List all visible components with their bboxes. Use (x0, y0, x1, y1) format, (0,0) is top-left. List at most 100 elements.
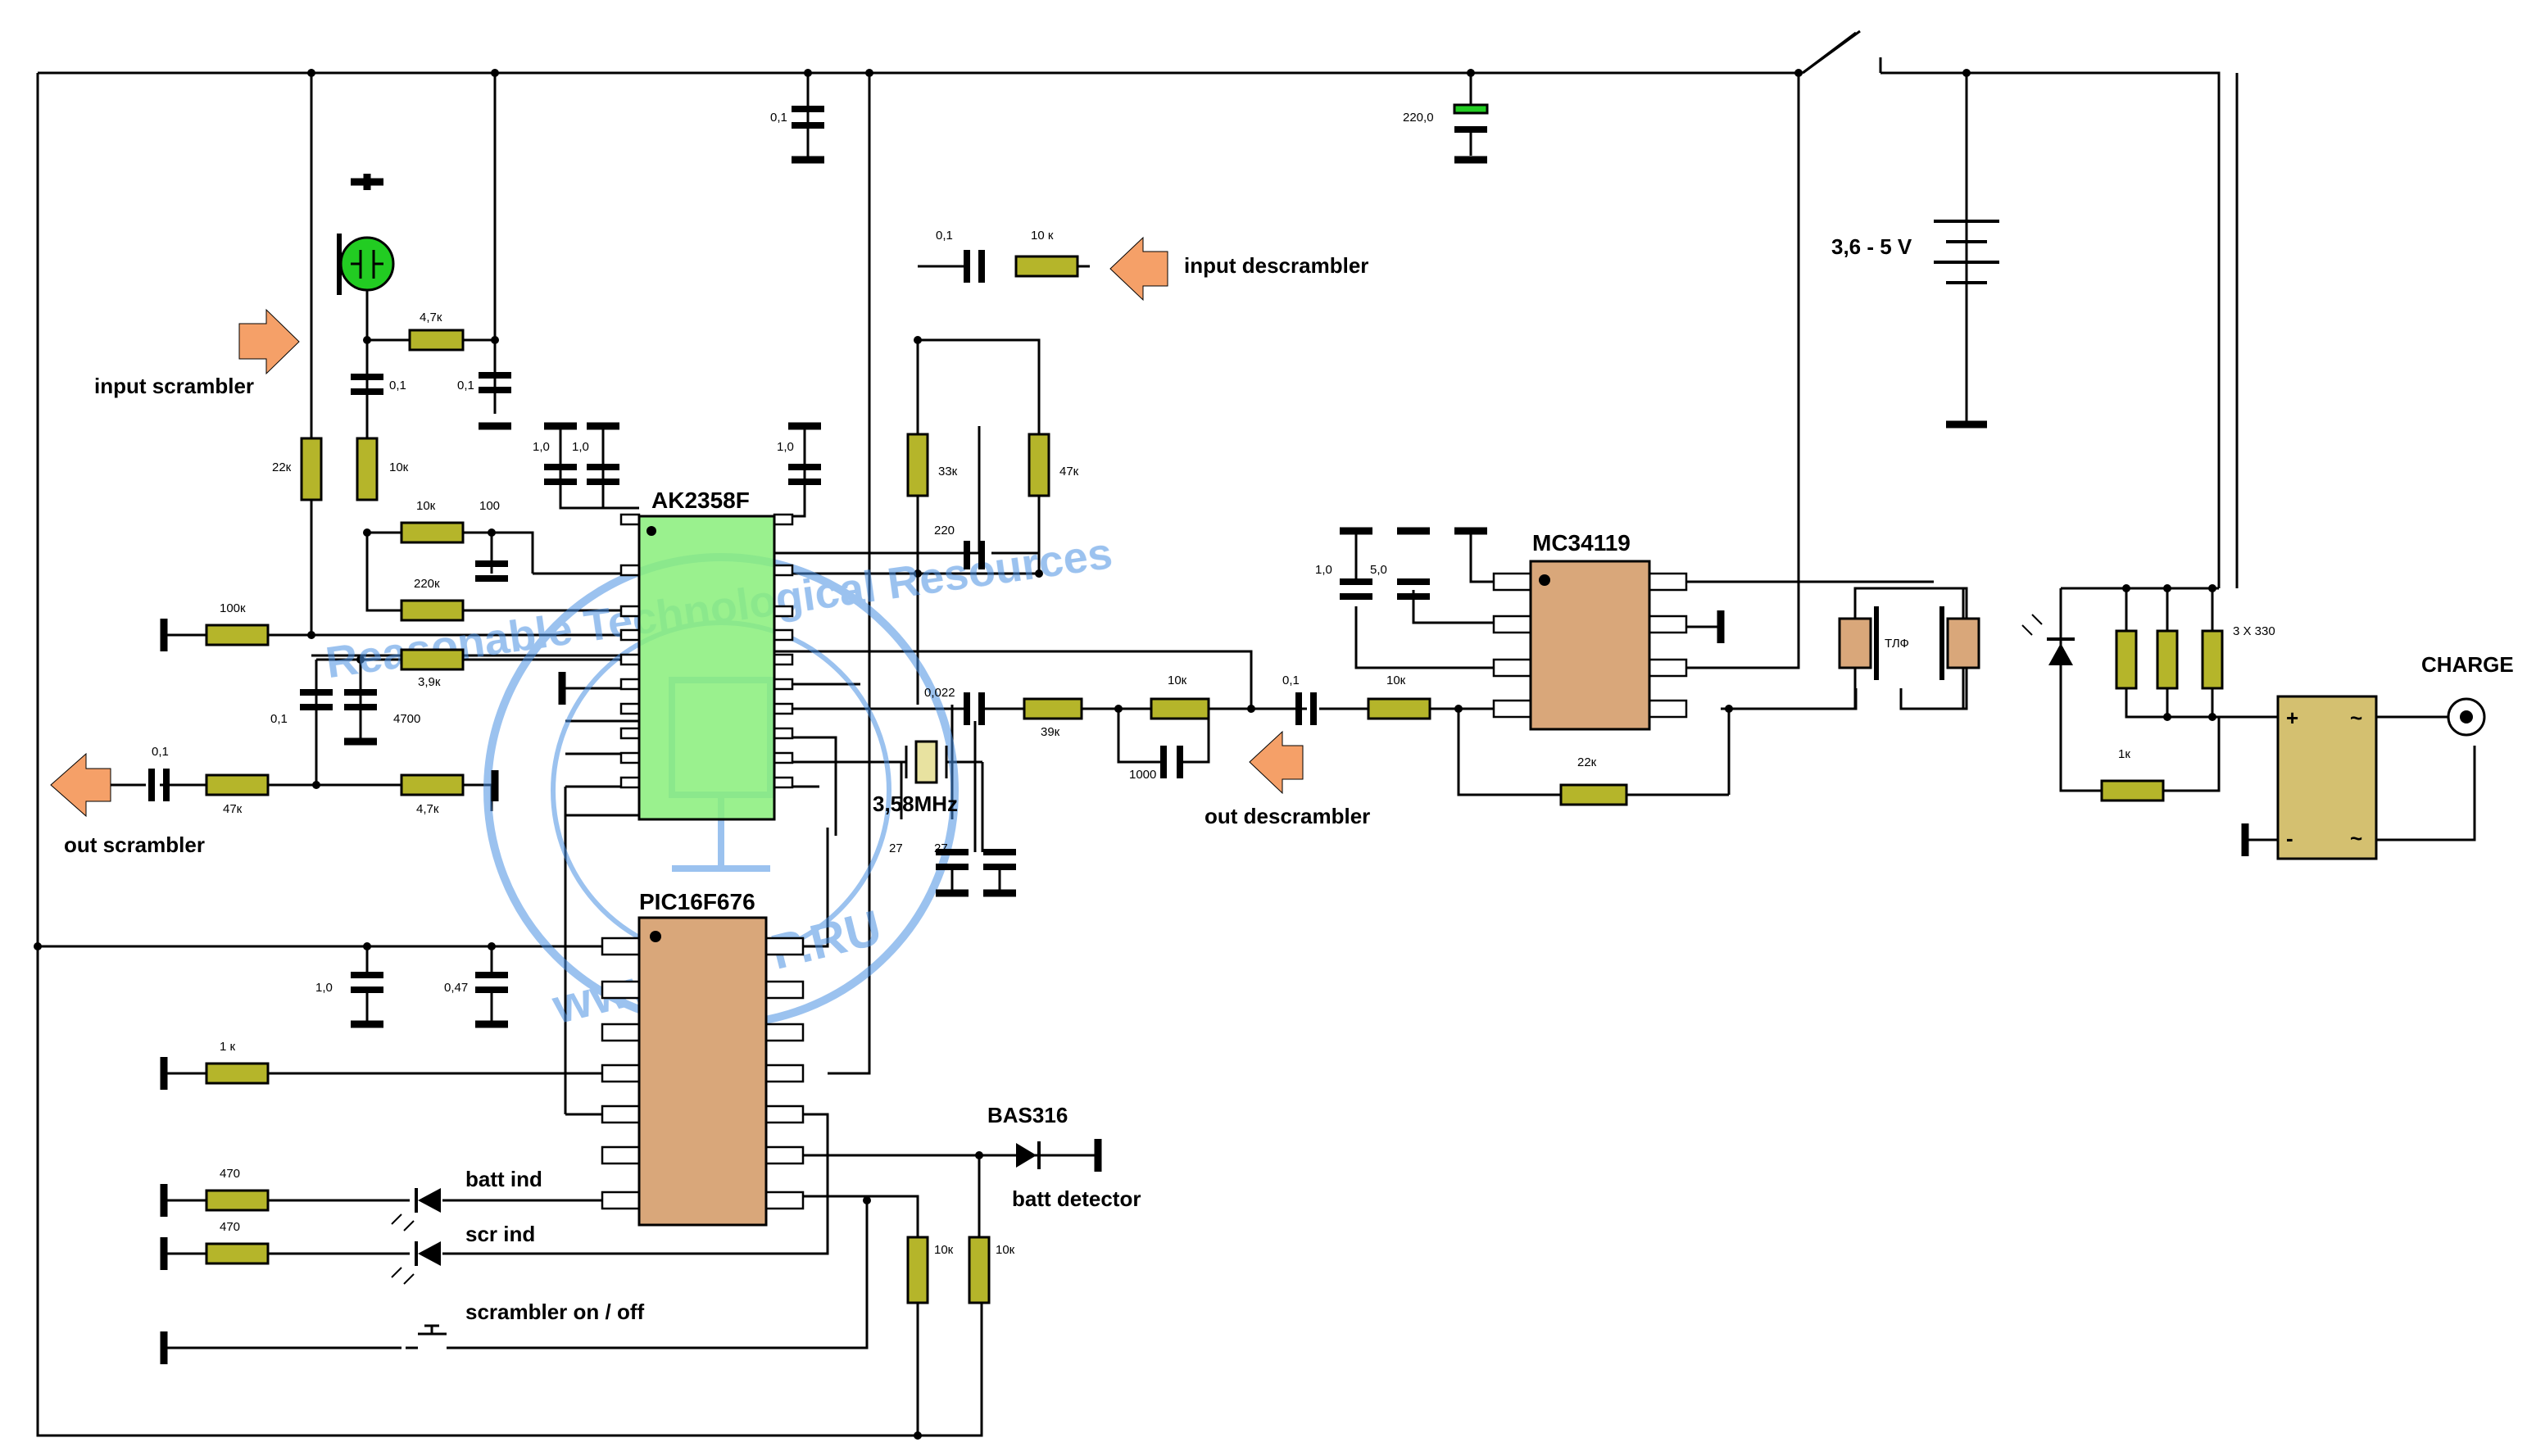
resistor-39k (1023, 697, 1083, 720)
resistor-100k (205, 624, 270, 646)
bridge-ac-2: ~ (2350, 826, 2362, 850)
capacitor-1000 (1160, 746, 1183, 778)
capacitor-0-1-left (300, 689, 333, 710)
capacitor-1u-pic (351, 972, 383, 993)
resistor-330-b (2156, 629, 2179, 690)
resistor-4k7-out (400, 773, 465, 796)
capacitor-220u (1453, 103, 1489, 115)
resistor-220k (400, 599, 465, 622)
label-r-22k: 22к (272, 460, 292, 474)
label-c-mic-1: 0,1 (389, 379, 406, 392)
capacitor-1u-c (788, 464, 821, 485)
input-descrambler-label: input descrambler (1184, 253, 1368, 278)
resistor-33k (906, 433, 929, 497)
capacitor-mic-1 (351, 374, 383, 395)
input-scrambler-arrow (238, 308, 300, 375)
resistor-22k (300, 437, 323, 501)
label-r-470-b: 470 (220, 1220, 240, 1234)
charge-label: CHARGE (2421, 652, 2514, 677)
phone-label: ТЛФ (1885, 637, 1909, 651)
input-scrambler-label: input scrambler (94, 374, 254, 398)
resistor-22k-amp (1559, 783, 1628, 806)
label-r-10k-det-a: 10к (934, 1243, 954, 1257)
label-r-10k-amp: 10к (1386, 674, 1406, 687)
input-descrambler-arrow (1109, 236, 1168, 302)
resistor-3k9 (400, 648, 465, 671)
resistor-47k (1028, 433, 1050, 497)
label-c-top: 0,1 (770, 111, 787, 125)
resistor-4k7-mic (408, 329, 465, 352)
label-r-100k: 100к (220, 601, 246, 615)
capacitor-27-b (983, 849, 1016, 870)
label-c-5u-amp: 5,0 (1370, 563, 1387, 577)
label-r-10k-mic: 10к (389, 460, 409, 474)
label-r-33k: 33к (938, 465, 958, 479)
capacitor-in-desc (964, 250, 985, 283)
ground-stubs (160, 174, 2249, 1364)
capacitor-0-1-desc (1295, 692, 1317, 725)
battery-icon (1934, 213, 1999, 295)
batt-ind-label: batt ind (465, 1167, 542, 1191)
switch-icon (1802, 29, 1861, 75)
out-scrambler-label: out scrambler (64, 832, 205, 857)
value-labels: 0,1 220,0 4,7к 0,1 0,1 22к 10к 1,0 1,0 1… (152, 111, 2275, 1257)
capacitor-1u-amp (1340, 578, 1372, 600)
microphone-icon (337, 234, 395, 295)
scr-ind-label: scr ind (465, 1222, 535, 1246)
label-c-220: 220 (934, 524, 955, 537)
label-r-1k-charge: 1к (2118, 747, 2130, 761)
capacitor-1u-b (587, 464, 619, 485)
capacitor-100 (475, 560, 508, 582)
diode-icon (1016, 1139, 1102, 1172)
label-r-47k: 47к (1059, 465, 1079, 479)
label-c-27-b: 27 (934, 841, 948, 855)
junctions (34, 69, 2216, 1440)
label-r-470-a: 470 (220, 1167, 240, 1181)
ak2358-label: AK2358F (651, 488, 750, 513)
label-c-out: 0,1 (152, 745, 169, 759)
label-c-0-022: 0,022 (924, 686, 955, 700)
resistor-330-c (2201, 629, 2224, 690)
resistor-10k-det-a (906, 1236, 929, 1304)
wires (36, 31, 2476, 1437)
label-c-220u: 220,0 (1403, 111, 1434, 125)
scrambler-switch-label: scrambler on / off (465, 1300, 644, 1324)
crystal-icon (905, 740, 948, 784)
label-c-1u-c: 1,0 (777, 440, 794, 454)
label-c-in-desc: 0,1 (936, 229, 953, 243)
battery-voltage-label: 3,6 - 5 V (1831, 234, 1912, 259)
label-c-1u-pic: 1,0 (315, 981, 333, 995)
bridge-plus: + (2286, 705, 2298, 730)
label-r-10k-a: 10к (416, 499, 436, 513)
capacitor-4700 (344, 689, 377, 710)
arrows (50, 236, 1304, 818)
label-r-47k-out: 47к (223, 802, 243, 816)
capacitor-5u-amp (1397, 578, 1430, 600)
capacitor-0-47 (475, 972, 508, 993)
pic-label: PIC16F676 (639, 889, 755, 914)
resistors (205, 255, 2224, 1304)
label-r-10k-det-b: 10к (996, 1243, 1015, 1257)
diode-label: BAS316 (987, 1103, 1068, 1127)
resistor-10k-mic (356, 437, 379, 501)
label-r-39k: 39к (1041, 725, 1060, 739)
resistor-330-a (2115, 629, 2138, 690)
label-r-4k7-out: 4,7к (416, 802, 439, 816)
label-r-220k: 220к (414, 577, 440, 591)
mc34119-label: MC34119 (1532, 530, 1631, 556)
capacitor-out (148, 769, 170, 801)
ic-pic16f676: PIC16F676 (601, 889, 805, 1227)
label-c-1u-a: 1,0 (533, 440, 550, 454)
label-r-22k-amp: 22к (1577, 755, 1597, 769)
label-c-27-a: 27 (889, 841, 903, 855)
resistor-10k-in-desc (1014, 255, 1079, 278)
capacitor-1u-a (544, 464, 577, 485)
label-c-1000: 1000 (1129, 768, 1156, 782)
ic-ak2358f: AK2358F (619, 488, 794, 821)
capacitors (148, 73, 1489, 1028)
label-r-3k9: 3,9к (418, 675, 441, 689)
label-c-0-47: 0,47 (444, 981, 468, 995)
out-descrambler-arrow (1249, 730, 1304, 795)
ic-mc34119: MC34119 (1492, 530, 1688, 731)
